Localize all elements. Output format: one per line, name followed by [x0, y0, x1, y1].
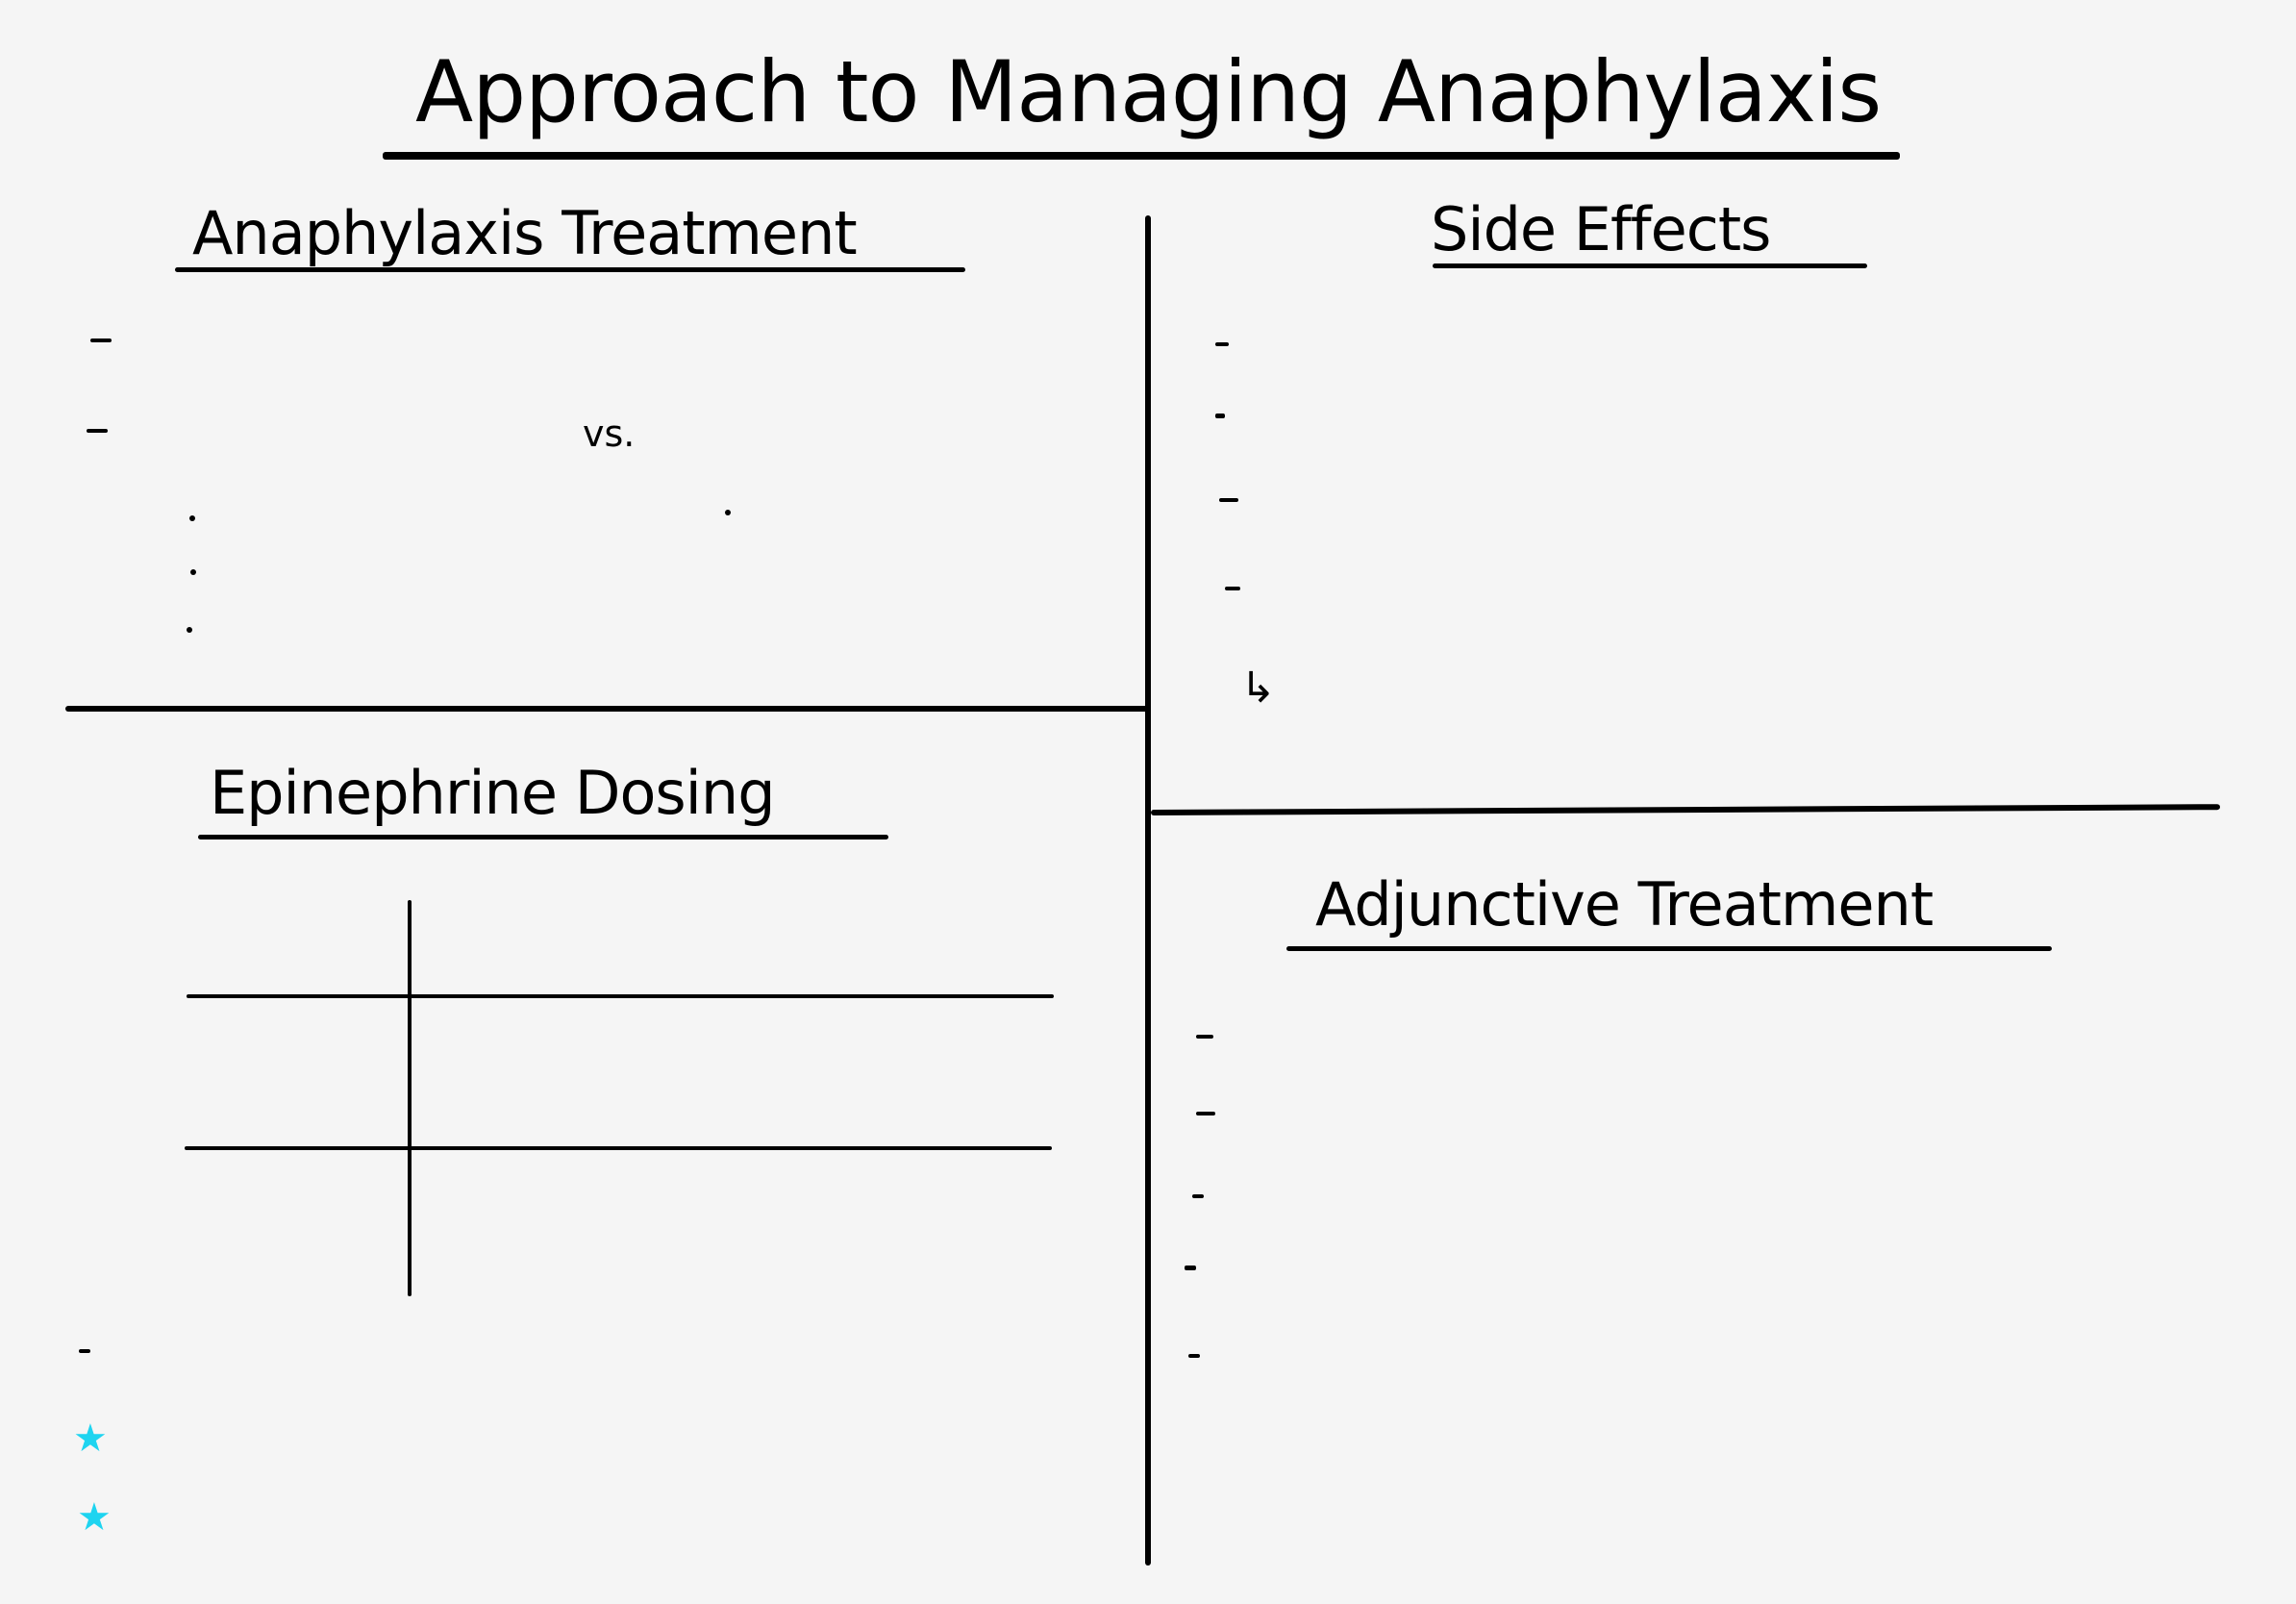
treatment-bullet-3 [187, 627, 192, 633]
side-effects-heading: Side Effects [1431, 194, 1771, 264]
adjunctive-heading: Adjunctive Treatment [1315, 869, 1934, 940]
side-effects-arrow-icon: ↳ [1240, 664, 1276, 713]
treatment-bullet-1 [189, 515, 195, 521]
side-effects-dash-1 [1215, 342, 1229, 346]
title-underline [383, 152, 1900, 160]
adjunctive-heading-underline [1286, 946, 2052, 951]
dosing-star-icon-2: ★ [77, 1495, 112, 1540]
side-effects-dash-2 [1215, 414, 1225, 418]
dosing-heading-underline [198, 835, 888, 840]
adjunctive-dash-3 [1192, 1194, 1204, 1198]
right-horizontal-divider [1150, 804, 2221, 815]
side-effects-heading-underline [1433, 263, 1867, 268]
treatment-bullet-4 [725, 510, 731, 515]
treatment-dash-2 [87, 429, 108, 433]
adjunctive-dash-1 [1196, 1035, 1213, 1039]
treatment-heading-underline [175, 267, 965, 272]
adjunctive-dash-2 [1196, 1112, 1215, 1115]
dosing-star-icon-1: ★ [73, 1416, 108, 1461]
dosing-heading: Epinephrine Dosing [210, 758, 776, 828]
adjunctive-dash-4 [1185, 1266, 1196, 1270]
side-effects-dash-4 [1225, 587, 1240, 590]
dosing-table-vertical-line [408, 900, 412, 1296]
dosing-table-row-line-1 [187, 994, 1054, 998]
treatment-versus-label: vs. [583, 413, 636, 455]
page-title: Approach to Managing Anaphylaxis [415, 42, 1882, 141]
treatment-bullet-2 [190, 569, 196, 575]
adjunctive-dash-5 [1188, 1354, 1200, 1358]
dosing-dash-1 [79, 1349, 90, 1353]
side-effects-dash-3 [1219, 498, 1238, 502]
left-horizontal-divider [65, 706, 1148, 712]
dosing-table-row-line-2 [185, 1146, 1052, 1150]
vertical-divider [1145, 215, 1151, 1566]
treatment-heading: Anaphylaxis Treatment [192, 198, 858, 268]
treatment-dash-1 [90, 338, 112, 342]
